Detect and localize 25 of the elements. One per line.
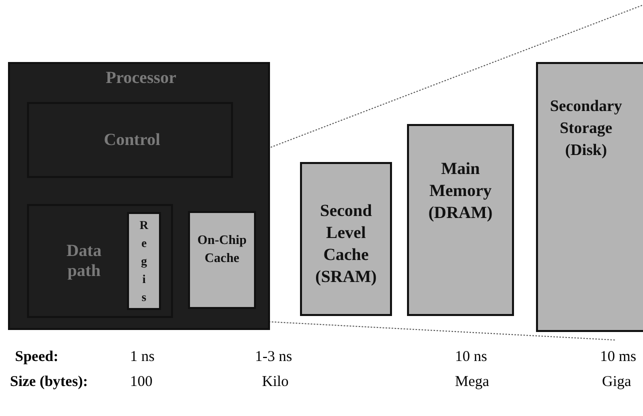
row-header: Size (bytes): xyxy=(10,374,88,391)
box-label: Regis xyxy=(137,218,151,308)
register-box xyxy=(127,212,161,310)
box-label: Second Level Cache (SRAM) xyxy=(314,200,378,288)
memory-box xyxy=(300,162,392,316)
table-value: 10 ms xyxy=(600,349,636,366)
memory-box xyxy=(407,124,514,316)
table-value: 1 ns xyxy=(130,349,155,366)
table-value: Kilo xyxy=(262,374,289,391)
box-title: Processor xyxy=(104,68,178,88)
box-label: Data path xyxy=(66,241,102,281)
box-label: Main Memory (DRAM) xyxy=(427,158,494,224)
box-label: Secondary Storage (Disk) xyxy=(549,97,623,161)
table-value: 100 xyxy=(130,374,152,391)
datapath-box xyxy=(27,204,173,318)
table-value: 1-3 ns xyxy=(255,349,292,366)
cache-box xyxy=(188,211,256,309)
box-label: On-Chip Cache xyxy=(196,231,248,267)
processor-box xyxy=(8,62,270,330)
storage-box xyxy=(536,62,643,332)
table-value: 10 ns xyxy=(455,349,488,366)
box-label: Control xyxy=(102,130,162,150)
table-value: Giga xyxy=(602,374,632,391)
table-value: Mega xyxy=(455,374,490,391)
row-header: Speed: xyxy=(15,349,58,366)
